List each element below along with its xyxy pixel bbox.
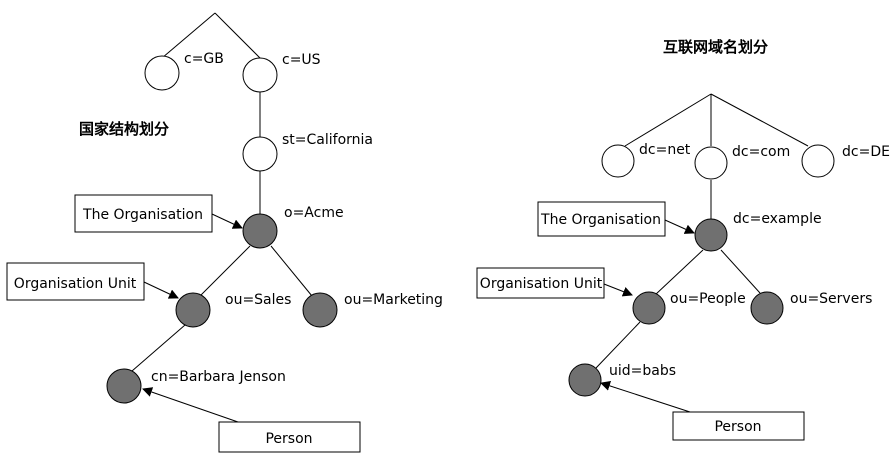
box-org-unit bbox=[6, 262, 145, 301]
node-ou-servers bbox=[750, 291, 784, 325]
node-ou-sales bbox=[175, 292, 211, 328]
label-dc-de: dc=DE bbox=[842, 144, 890, 160]
edge-root-us bbox=[214, 12, 261, 59]
edge-root-gb bbox=[161, 12, 216, 59]
node-st bbox=[242, 136, 278, 172]
node-c-gb bbox=[144, 55, 180, 91]
edge-sales-cn bbox=[131, 324, 186, 372]
node-ou-people bbox=[632, 291, 666, 325]
arrow-person bbox=[600, 381, 691, 413]
box-organisation bbox=[74, 194, 213, 233]
left-tree: c=GB c=US st=California o=Acme ou=Sales … bbox=[6, 12, 443, 453]
box-person-label: Person bbox=[714, 419, 761, 435]
label-ou-people: ou=People bbox=[670, 291, 746, 307]
label-uid: uid=babs bbox=[609, 363, 676, 379]
box-organisation-label: The Organisation bbox=[82, 207, 203, 223]
arrow-person bbox=[142, 387, 239, 423]
edge-people-uid bbox=[595, 321, 641, 369]
arrow-org-unit bbox=[143, 281, 179, 299]
node-dc-com bbox=[694, 146, 728, 180]
right-tree: 互联网域名划分 dc=net dc=com dc=DE dc=example o… bbox=[476, 38, 890, 441]
label-dc-net: dc=net bbox=[639, 142, 691, 158]
node-ou-marketing bbox=[302, 292, 338, 328]
label-c-gb: c=GB bbox=[184, 51, 224, 67]
node-cn bbox=[106, 368, 142, 404]
label-ou-servers: ou=Servers bbox=[790, 291, 872, 307]
edge-o-marketing bbox=[270, 245, 313, 297]
label-c-us: c=US bbox=[282, 52, 321, 68]
box-person bbox=[218, 421, 361, 453]
label-ou-sales: ou=Sales bbox=[225, 292, 291, 308]
box-org-unit-label: Organisation Unit bbox=[14, 276, 137, 292]
edge-o-sales bbox=[199, 245, 251, 297]
box-org-unit-label: Organisation Unit bbox=[480, 276, 603, 292]
label-ou-marketing: ou=Marketing bbox=[344, 292, 443, 308]
arrow-org-unit bbox=[603, 283, 633, 297]
node-uid bbox=[568, 363, 602, 397]
label-dc-com: dc=com bbox=[732, 144, 790, 160]
box-organisation-label: The Organisation bbox=[540, 212, 661, 228]
node-o bbox=[242, 213, 278, 249]
box-person bbox=[672, 411, 805, 441]
box-org-unit bbox=[476, 267, 605, 299]
edge-example-people bbox=[654, 249, 704, 296]
edge-root-de bbox=[710, 93, 809, 147]
edge-example-servers bbox=[720, 249, 761, 294]
label-dc-example: dc=example bbox=[733, 211, 822, 227]
node-c-us bbox=[242, 57, 278, 93]
arrow-organisation bbox=[664, 219, 695, 234]
node-dc-de bbox=[801, 144, 835, 178]
edge-root-net bbox=[624, 93, 712, 147]
box-organisation bbox=[537, 201, 666, 237]
right-title: 互联网域名划分 bbox=[663, 38, 768, 56]
label-st: st=California bbox=[282, 132, 373, 148]
box-person-label: Person bbox=[265, 431, 312, 447]
node-dc-net bbox=[601, 144, 635, 178]
node-dc-example bbox=[694, 218, 728, 252]
arrow-organisation bbox=[211, 213, 243, 229]
left-title: 国家结构划分 bbox=[79, 120, 169, 138]
label-o: o=Acme bbox=[284, 205, 344, 221]
label-cn: cn=Barbara Jenson bbox=[151, 369, 286, 385]
